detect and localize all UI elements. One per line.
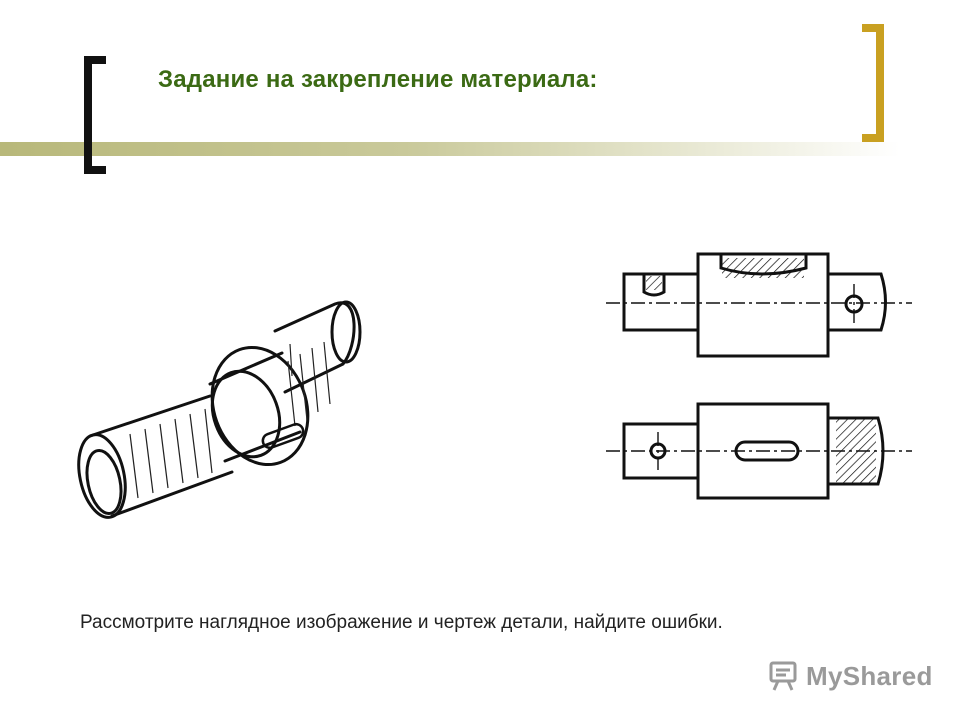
logo-text: MyShared [806,660,933,691]
myshared-logo: MyShared [766,656,933,696]
left-bracket-decoration [84,56,106,174]
header-band [0,142,900,156]
isometric-part-image [77,300,362,519]
right-bracket-decoration [862,24,884,142]
task-caption: Рассмотрите наглядное изображение и черт… [80,612,723,633]
presentation-board-icon [769,661,797,691]
technical-drawing-image [606,252,912,500]
slide-title: Задание на закрепление материала: [158,66,598,93]
